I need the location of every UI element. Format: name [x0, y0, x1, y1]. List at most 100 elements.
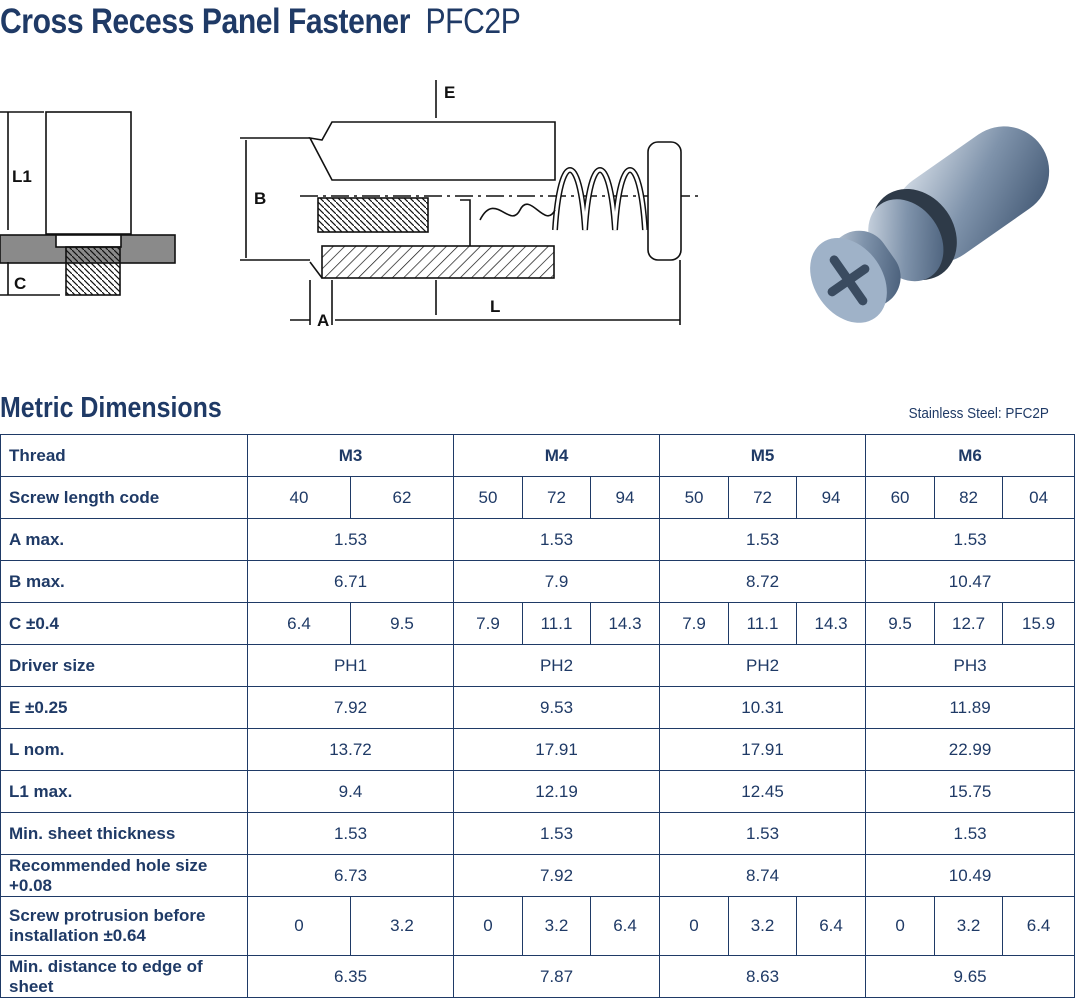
table-cell: 1.53 [865, 518, 1076, 561]
table-cell: 6.35 [247, 955, 454, 998]
table-cell: 1.53 [452, 518, 661, 561]
table-cell: 0 [247, 896, 351, 956]
table-cell: 9.5 [350, 602, 454, 645]
table-row: Min. sheet thickness 1.53 1.53 1.53 1.53 [0, 812, 1076, 855]
label-l: L [490, 297, 500, 316]
product-name: Cross Recess Panel Fastener [0, 2, 411, 41]
table-cell: 7.9 [452, 560, 661, 603]
table-cell: 6.4 [1002, 896, 1076, 956]
table-cell: 12.45 [659, 770, 867, 813]
thread-cell: M4 [452, 434, 661, 477]
row-label-c: C ±0.4 [0, 602, 248, 645]
table-cell: 7.9 [453, 602, 523, 645]
table-cell: 15.9 [1002, 602, 1076, 645]
table-cell: 50 [453, 476, 523, 519]
table-row: Min. distance to edge of sheet 6.35 7.87… [0, 955, 1076, 998]
table-cell: 94 [796, 476, 867, 519]
label-e: E [444, 83, 455, 102]
table-cell: 94 [589, 476, 661, 519]
table-cell: PH2 [452, 644, 661, 687]
row-label-screw-length-code: Screw length code [0, 476, 248, 519]
table-cell: 11.1 [728, 602, 798, 645]
table-row: Driver size PH1 PH2 PH2 PH3 [0, 644, 1076, 687]
table-cell: 7.9 [659, 602, 730, 645]
table-cell: 0 [865, 896, 936, 956]
table-cell: 72 [728, 476, 798, 519]
table-cell: 62 [350, 476, 454, 519]
row-label-min-sheet-thickness: Min. sheet thickness [0, 812, 248, 855]
label-a: A [317, 311, 329, 330]
table-cell: 1.53 [452, 812, 661, 855]
metric-dimensions-table: Thread M3 M4 M5 M6 Screw length code 40 … [0, 434, 1076, 998]
table-cell: 3.2 [350, 896, 454, 956]
table-row: Recommended hole size +0.08 6.73 7.92 8.… [0, 854, 1076, 897]
table-cell: PH2 [659, 644, 867, 687]
table-cell: 6.71 [247, 560, 454, 603]
thread-cell: M6 [865, 434, 1076, 477]
row-label-recommended-hole-size: Recommended hole size +0.08 [0, 854, 248, 897]
material-note: Stainless Steel: PFC2P [908, 405, 1049, 422]
table-row: L nom. 13.72 17.91 17.91 22.99 [0, 728, 1076, 771]
row-label-line: Screw protrusion before [9, 906, 206, 925]
section-view [240, 80, 700, 325]
table-cell: 0 [659, 896, 730, 956]
label-c: C [14, 274, 26, 293]
table-cell: 8.63 [659, 955, 867, 998]
table-cell: 72 [522, 476, 591, 519]
table-row: E ±0.25 7.92 9.53 10.31 11.89 [0, 686, 1076, 729]
table-cell: 9.53 [452, 686, 661, 729]
table-cell: 1.53 [247, 812, 454, 855]
table-cell: 11.1 [522, 602, 591, 645]
row-label-l-nom: L nom. [0, 728, 248, 771]
fastener-diagram: L1 C B E A L [0, 80, 700, 330]
table-cell: 04 [1002, 476, 1076, 519]
row-label-thread: Thread [0, 434, 248, 477]
row-label-a-max: A max. [0, 518, 248, 561]
table-cell: 60 [865, 476, 936, 519]
row-label-e: E ±0.25 [0, 686, 248, 729]
table-cell: PH3 [865, 644, 1076, 687]
table-cell: 13.72 [247, 728, 454, 771]
table-row: L1 max. 9.4 12.19 12.45 15.75 [0, 770, 1076, 813]
product-code: PFC2P [425, 2, 521, 41]
table-row: C ±0.4 6.4 9.5 7.9 11.1 14.3 7.9 11.1 14… [0, 602, 1076, 645]
table-cell: 9.5 [865, 602, 936, 645]
page-title: Cross Recess Panel Fastener PFC2P [0, 2, 521, 42]
row-label-min-distance-to-edge: Min. distance to edge of sheet [0, 955, 248, 998]
thread-cell: M3 [247, 434, 454, 477]
table-cell: 10.49 [865, 854, 1076, 897]
table-cell: 12.7 [934, 602, 1004, 645]
table-cell: 1.53 [659, 812, 867, 855]
table-cell: 1.53 [865, 812, 1076, 855]
table-cell: 0 [453, 896, 523, 956]
table-cell: 7.92 [452, 854, 661, 897]
table-row: B max. 6.71 7.9 8.72 10.47 [0, 560, 1076, 603]
table-cell: 14.3 [796, 602, 867, 645]
table-cell: 40 [247, 476, 351, 519]
row-label-line: installation ±0.64 [9, 926, 146, 945]
table-cell: 6.4 [796, 896, 867, 956]
table-cell: 82 [934, 476, 1004, 519]
table-cell: 14.3 [589, 602, 661, 645]
row-label-l1-max: L1 max. [0, 770, 248, 813]
table-cell: 3.2 [522, 896, 591, 956]
table-row: A max. 1.53 1.53 1.53 1.53 [0, 518, 1076, 561]
section-title: Metric Dimensions [0, 392, 222, 424]
table-cell: 8.74 [659, 854, 867, 897]
table-cell: 6.4 [247, 602, 351, 645]
table-cell: 12.19 [452, 770, 661, 813]
side-view [0, 111, 176, 296]
table-cell: 1.53 [247, 518, 454, 561]
table-cell: PH1 [247, 644, 454, 687]
table-cell: 50 [659, 476, 730, 519]
label-l1: L1 [12, 167, 32, 186]
table-cell: 11.89 [865, 686, 1076, 729]
table-cell: 1.53 [659, 518, 867, 561]
table-row: Screw length code 40 62 50 72 94 50 72 9… [0, 476, 1076, 519]
label-b: B [254, 189, 266, 208]
row-label-driver-size: Driver size [0, 644, 248, 687]
table-cell: 22.99 [865, 728, 1076, 771]
table-cell: 7.92 [247, 686, 454, 729]
